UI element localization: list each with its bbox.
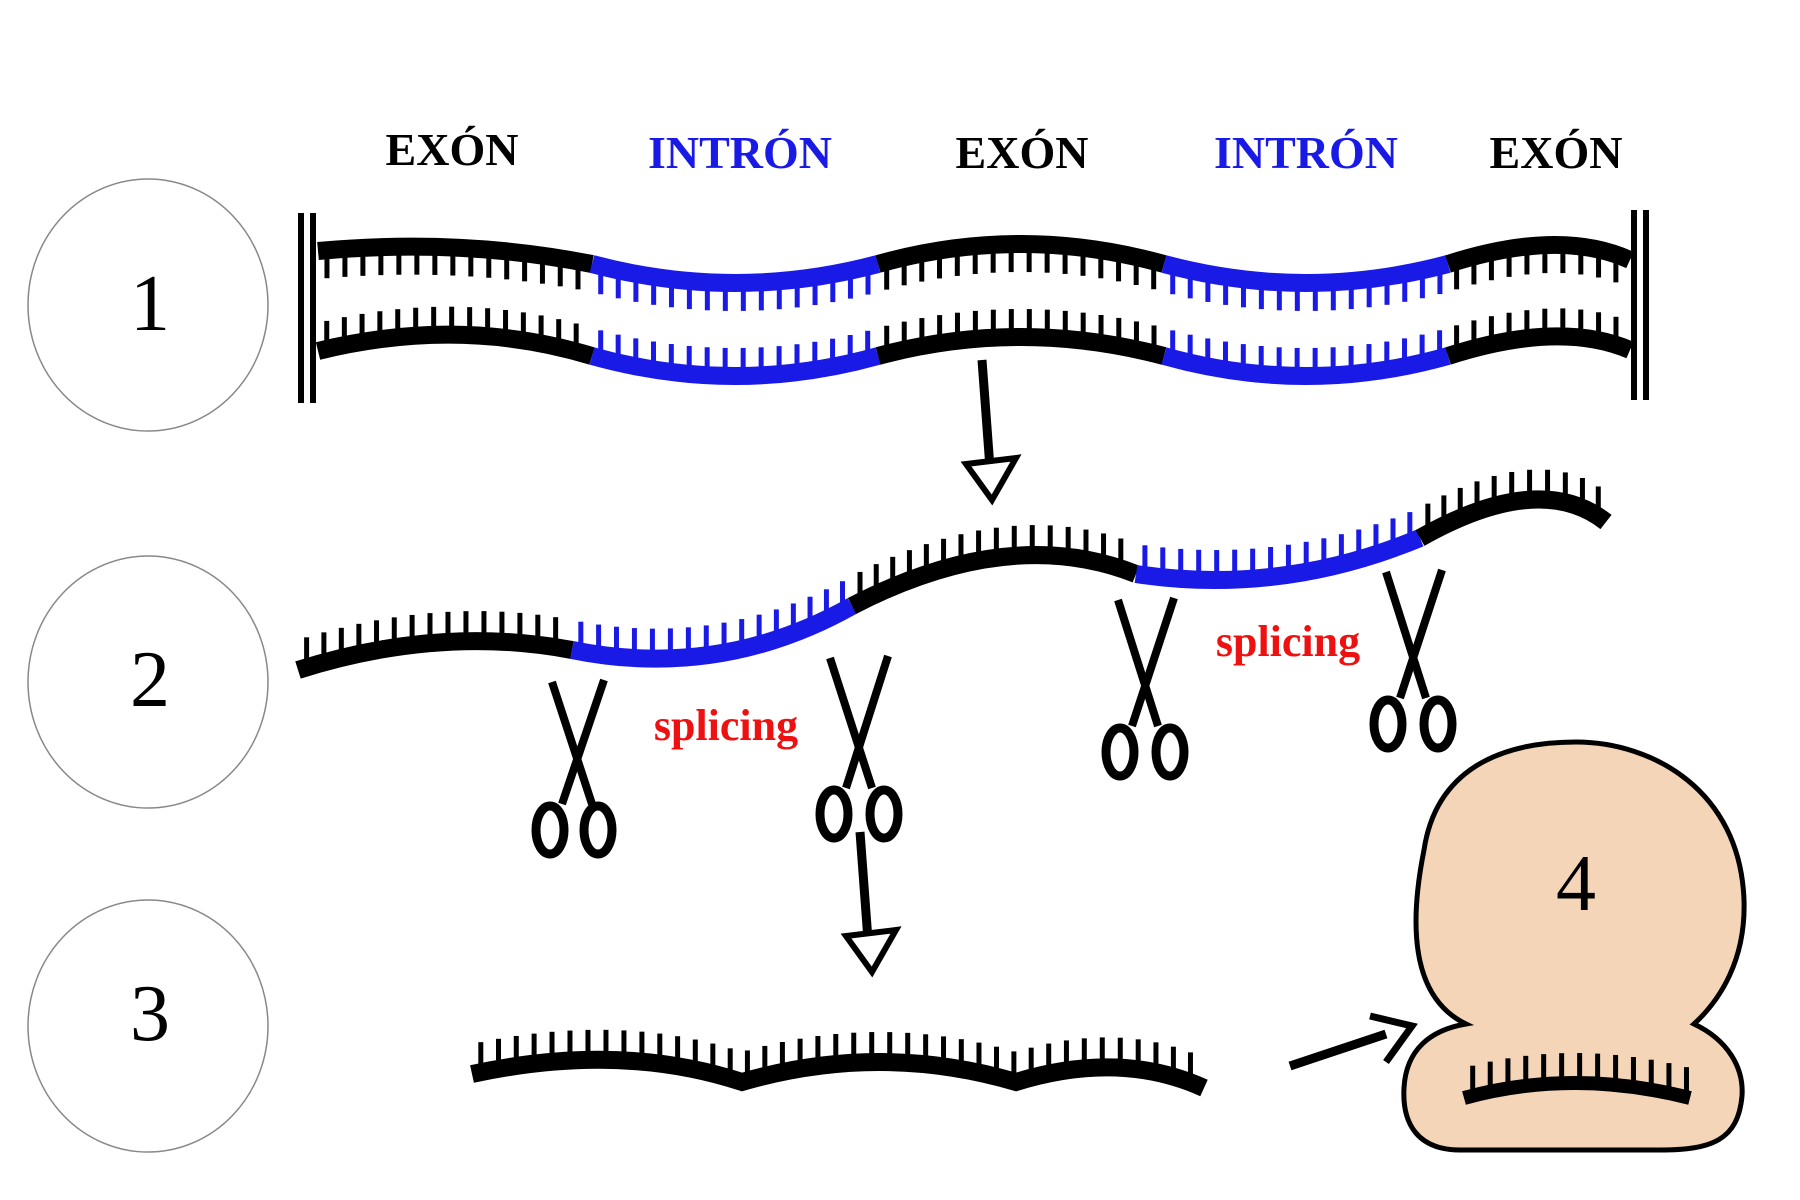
label-exon-2: EXÓN [956, 127, 1089, 178]
arrow-down-icon [840, 831, 902, 978]
scissors-icon [1369, 568, 1457, 753]
dna-bottom-exon-1 [315, 325, 595, 365]
ribosome-body [1401, 739, 1747, 1153]
step-2-circle: 2 [27, 555, 269, 809]
pre-mrna-exon-1 [295, 632, 574, 679]
dna-bottom-intron-1 [589, 347, 881, 385]
ribosome: 4 [1401, 739, 1747, 1153]
step-3-circle: 3 [27, 899, 269, 1153]
mature-mrna-strand [470, 1029, 1208, 1097]
arrow-down-icon [960, 359, 1022, 506]
dna-bottom-exon-3 [1445, 327, 1634, 365]
dna-bottom-intron-2 [1161, 347, 1451, 385]
dna-double-strand [298, 210, 1649, 403]
dna-top-exon-1 [317, 237, 594, 273]
ribosome-mrna-bases [1470, 1053, 1689, 1098]
step-1-number: 1 [130, 260, 170, 348]
mature-mrna-backbone [470, 1050, 1208, 1097]
dna-left-cap [298, 213, 316, 403]
label-intron-2: INTRÓN [1214, 127, 1398, 178]
splicing-label-left: splicing [654, 701, 798, 750]
label-intron-1: INTRÓN [648, 127, 832, 178]
step-3-number: 3 [130, 970, 170, 1058]
scissors-icon [1101, 596, 1189, 781]
dna-bottom-exon-2 [875, 328, 1167, 365]
pre-mrna-strand [295, 469, 1612, 679]
splicing-label-right: splicing [1216, 617, 1360, 666]
dna-top-exon-2 [875, 235, 1167, 273]
arrow-right-icon [1288, 1012, 1418, 1071]
pre-mrna-intron-1 [570, 598, 857, 668]
pre-mrna-bases [304, 469, 1601, 668]
dna-base-pairs [324, 244, 1619, 376]
step-4-number: 4 [1556, 840, 1596, 928]
mature-mrna-bases [478, 1029, 1193, 1083]
pre-mrna-exon-3 [1415, 490, 1612, 546]
step-2-number: 2 [130, 636, 170, 724]
scissors-icon [815, 654, 903, 843]
pre-mrna-intron-2 [1134, 529, 1424, 590]
dna-top-intron-1 [589, 255, 881, 292]
label-exon-1: EXÓN [386, 124, 519, 175]
label-exon-3: EXÓN [1490, 127, 1623, 178]
step-1-circle: 1 [27, 178, 269, 432]
scissors-icon [531, 678, 617, 859]
dna-top-intron-2 [1161, 255, 1451, 292]
dna-right-cap [1631, 210, 1649, 400]
